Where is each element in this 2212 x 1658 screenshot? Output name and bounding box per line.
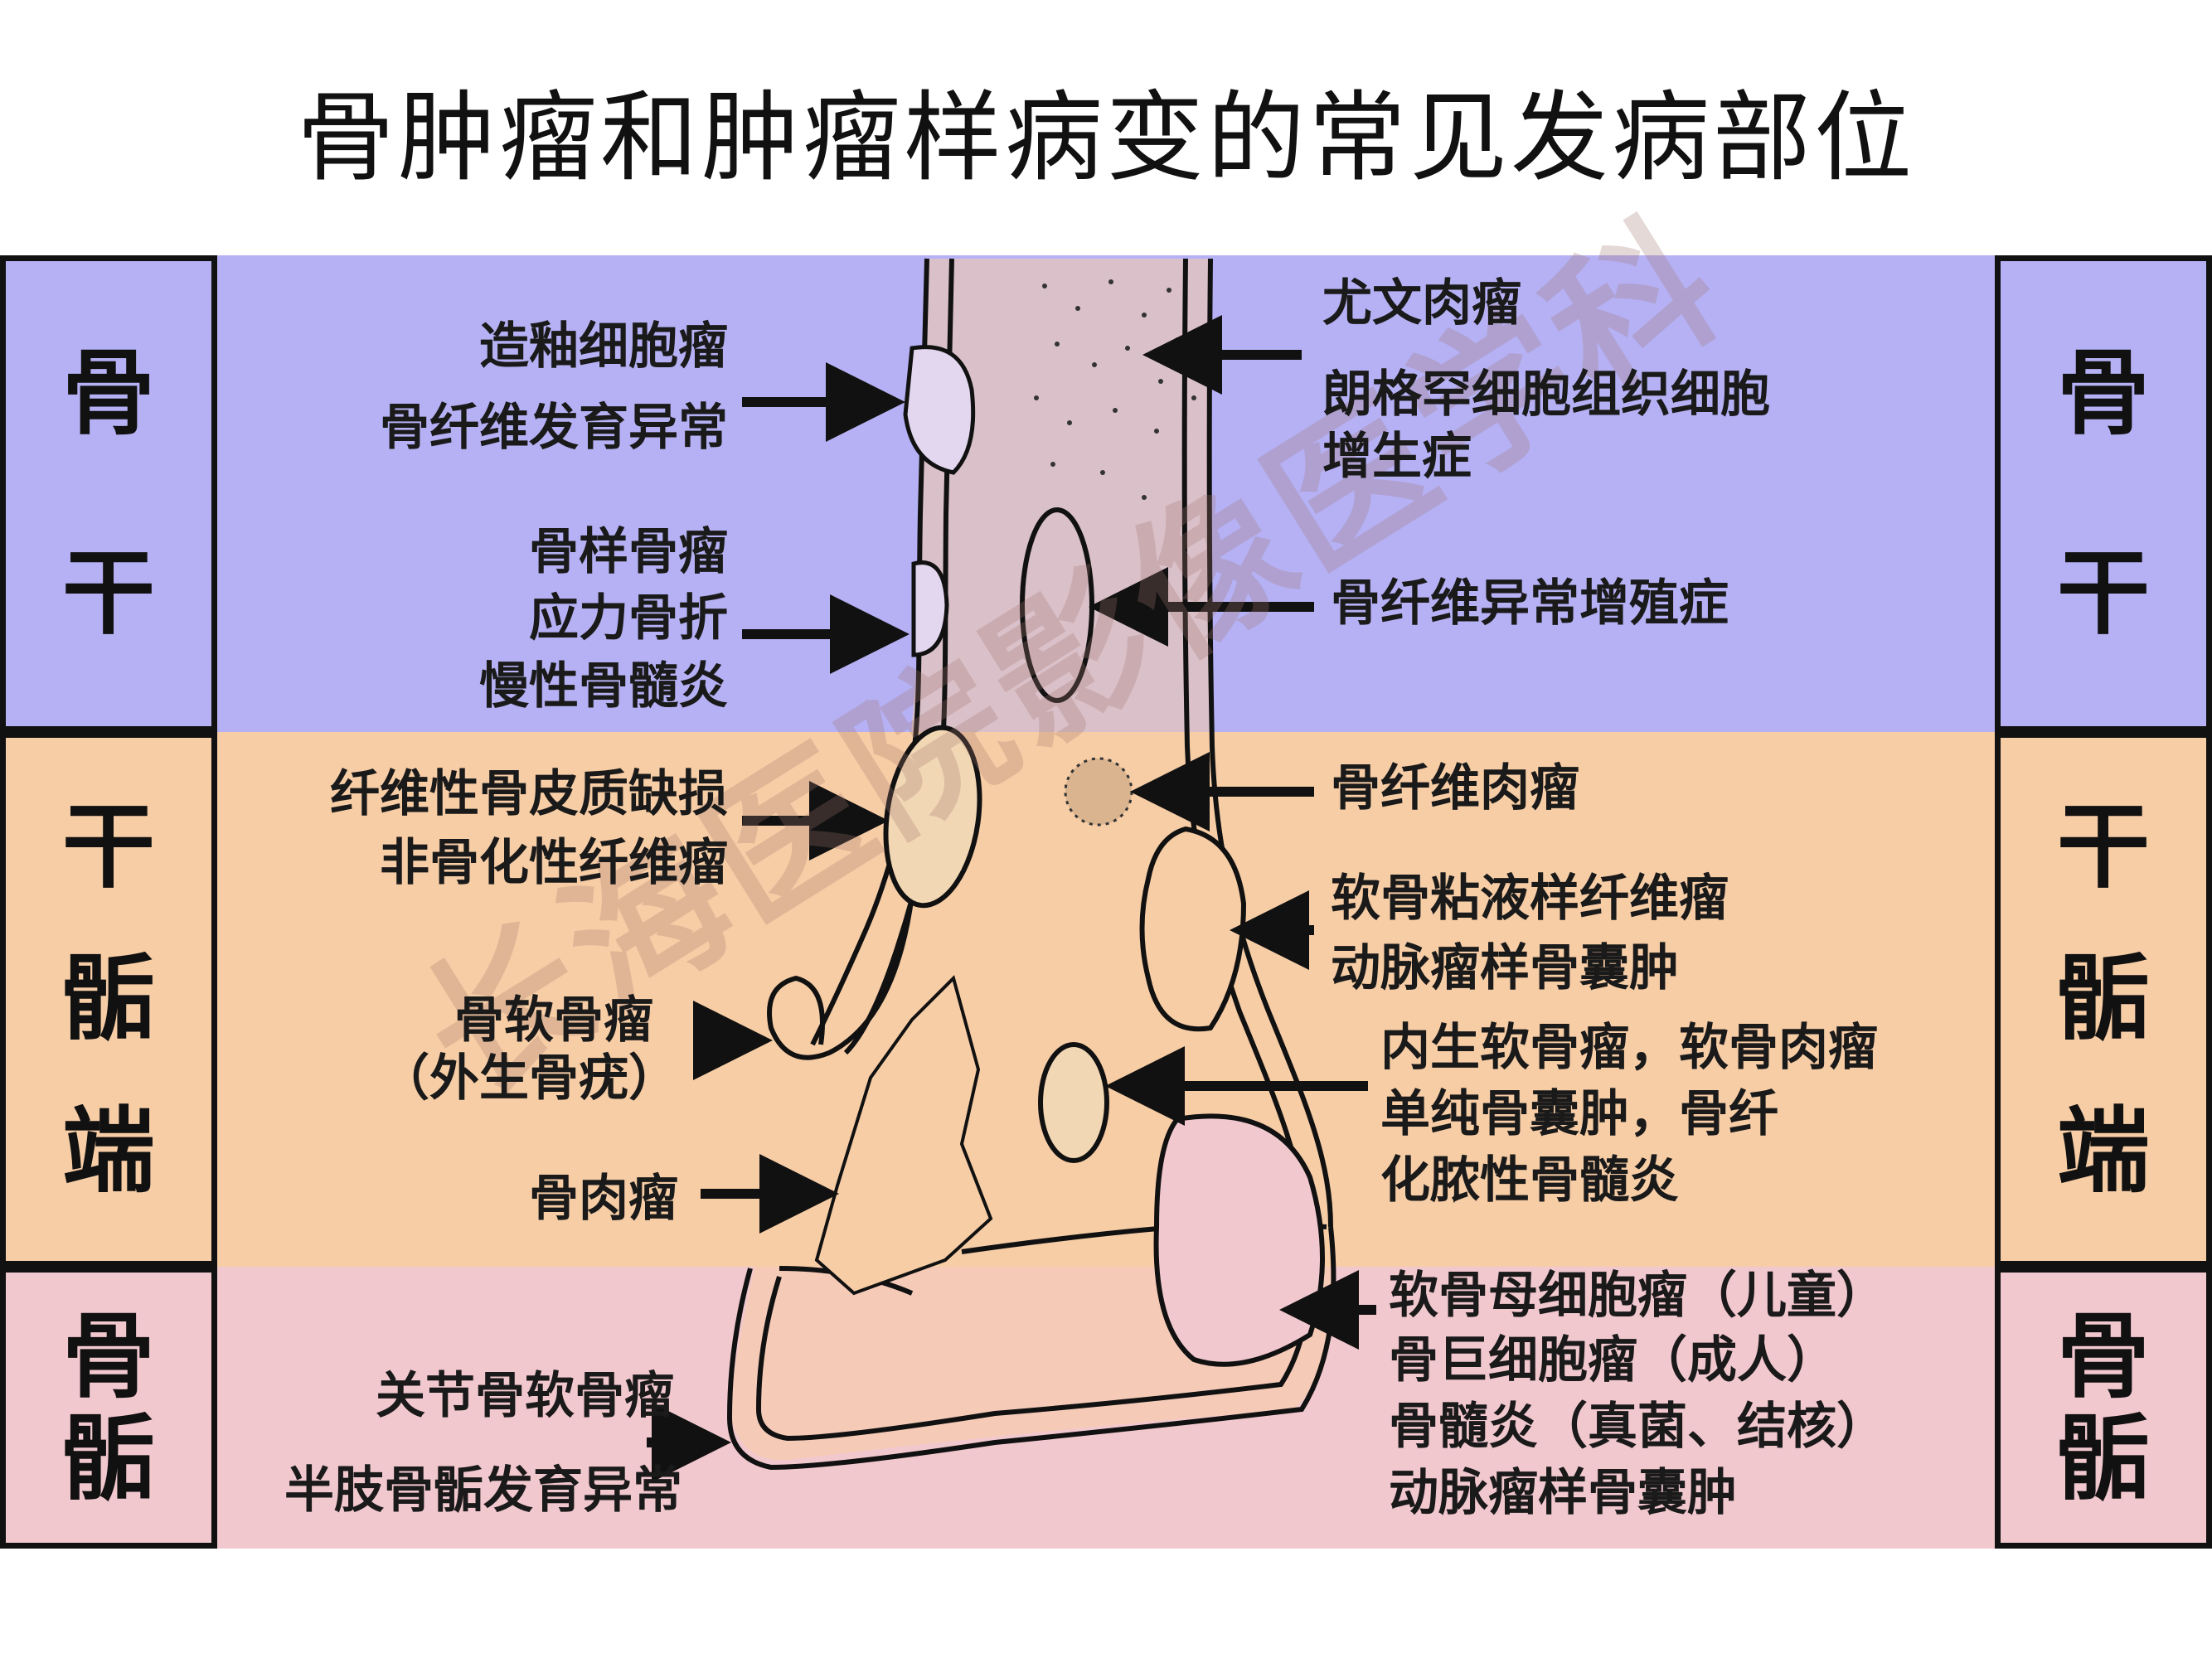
right-zone-metaphysis: 干 骺 端 [1995,732,2212,1267]
zone-char: 骨 [2057,340,2150,448]
label-brodie-abscess: 化脓性骨髓炎 [1380,1151,1679,1210]
zone-char: 干 [62,539,155,647]
label-aneurysmal-bone-cyst: 动脉瘤样骨囊肿 [1331,939,1679,997]
label-chronic-osteomyelitis: 慢性骨髓炎 [479,657,728,715]
label-chondroblastoma: 软骨母细胞瘤（儿童） [1389,1267,1886,1325]
zone-char: 骨 [62,340,155,448]
right-zone-epiphysis: 骨 骺 [1995,1267,2212,1549]
label-fibrosarcoma: 骨纤维肉瘤 [1331,759,1579,817]
label-nonossifying-fibroma: 非骨化性纤维瘤 [380,834,728,892]
zone-char: 骺 [2057,1404,2150,1513]
zone-char: 骺 [2057,945,2150,1054]
zone-char: 骺 [62,1404,155,1513]
zone-char: 干 [2057,539,2150,647]
zone-char: 骨 [62,1302,155,1411]
left-zone-epiphysis: 骨 骺 [0,1267,217,1549]
label-dysplasia-epiphysealis: 半肢骨骺发育异常 [284,1462,682,1520]
chondroblastoma-lesion [1153,1113,1325,1367]
osteochondroma-stalk [767,894,914,1060]
label-osteofibrous-dysplasia: 骨纤维发育异常 [380,399,728,457]
label-fibrous-dysplasia: 骨纤维异常增殖症 [1331,574,1729,633]
label-simple-bone-cyst: 单纯骨囊肿，骨纤 [1380,1085,1778,1143]
zone-char: 骺 [62,945,155,1054]
label-osteoid-osteoma: 骨样骨瘤 [529,523,728,581]
label-exostosis: （外生骨疣） [380,1050,678,1108]
zone-char: 端 [62,1098,155,1206]
label-enchondroma: 内生软骨瘤，软骨肉瘤 [1380,1019,1878,1077]
zone-char: 骨 [2057,1302,2150,1411]
right-zone-diaphysis: 骨 干 [1995,255,2212,732]
label-aneurysmal-bone-cyst-2: 动脉瘤样骨囊肿 [1389,1464,1737,1522]
osteosarcoma-lesion [814,975,993,1296]
zone-char: 端 [2057,1098,2150,1206]
label-giant-cell-tumor: 骨巨细胞瘤（成人） [1389,1331,1836,1389]
articular-surface-inner [755,1226,1312,1442]
label-osteosarcoma: 骨肉瘤 [529,1170,678,1228]
enchondroma-lesion [1038,1042,1109,1163]
label-chondromyxoid-fibroma: 软骨粘液样纤维瘤 [1331,870,1729,928]
label-fibrous-cortical-defect: 纤维性骨皮质缺损 [330,765,728,823]
zone-char: 干 [62,793,155,901]
label-adamantinoma: 造釉细胞瘤 [479,318,728,376]
diagram-title: 骨肿瘤和肿瘤样病变的常见发病部位 [296,80,1915,195]
zone-char: 干 [2057,793,2150,901]
left-zone-diaphysis: 骨 干 [0,255,217,732]
label-stress-fracture: 应力骨折 [529,589,728,647]
adamantinoma-lesion [903,345,976,475]
label-osteochondroma: 骨软骨瘤 [454,991,653,1050]
label-ewing-sarcoma: 尤文肉瘤 [1322,274,1521,332]
cortex-right-outer [1206,258,1333,1228]
cmf-lesion [1139,826,1247,1032]
label-lch-line1: 朗格罕细胞组织细胞 [1322,366,1770,424]
label-articular-osteochondroma: 关节骨软骨瘤 [376,1367,674,1425]
left-zone-metaphysis: 干 骺 端 [0,732,217,1267]
label-lch-line2: 增生症 [1322,428,1472,486]
label-osteomyelitis-tb: 骨髓炎（真菌、结核） [1389,1398,1886,1456]
osteoid-osteoma-lesion [911,560,949,657]
